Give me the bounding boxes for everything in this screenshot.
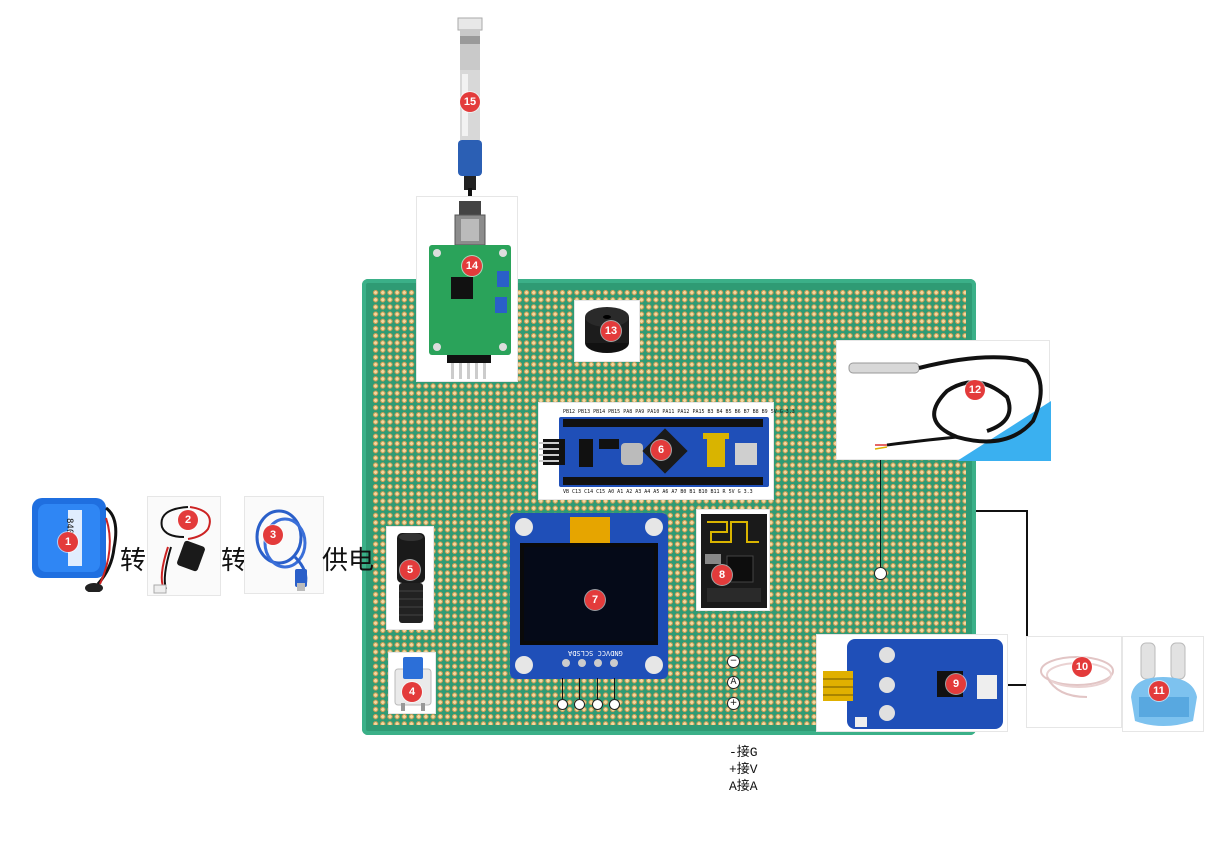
oled-pin-vcc — [574, 699, 585, 710]
badge-10: 10 — [1072, 657, 1092, 677]
tds-probe-cable — [1026, 636, 1122, 728]
ds18b20-temperature-probe — [836, 340, 1051, 461]
badge-9: 9 — [946, 674, 966, 694]
oled-pin-labels: GNDVCC SCLSDA — [568, 649, 623, 657]
badge-8: 8 — [712, 565, 732, 585]
pin-minus: − — [727, 655, 740, 668]
probe-wire — [880, 460, 881, 568]
usb-battery-adapter-cable — [147, 496, 221, 596]
usb-cable — [244, 496, 324, 594]
board-to-module-wire-h1 — [976, 510, 1028, 512]
pin-a: A — [727, 676, 740, 689]
connector-label-2: 转 — [221, 546, 248, 575]
connector-label-1: 转 — [120, 546, 147, 575]
badge-2: 2 — [178, 510, 198, 530]
oled-pin-wire-2 — [579, 678, 580, 704]
ph-sensor-module — [416, 196, 518, 382]
pin-note-v: +接V — [729, 762, 758, 777]
tds-sensor-module — [816, 634, 1008, 732]
badge-6: 6 — [651, 440, 671, 460]
badge-7: 7 — [585, 590, 605, 610]
pin-plus: + — [727, 697, 740, 710]
push-button-switch — [388, 652, 436, 714]
oled-pin-gnd — [557, 699, 568, 710]
badge-15: 15 — [460, 92, 480, 112]
oled-pin-scl — [592, 699, 603, 710]
badge-4: 4 — [402, 682, 422, 702]
tds-probe — [1122, 636, 1204, 732]
board-to-module-wire-v — [1026, 510, 1028, 686]
mcu-pin-labels-bottom: VB C13 C14 C15 A0 A1 A2 A3 A4 A5 A6 A7 B… — [563, 489, 753, 495]
pin-note-g: -接G — [729, 745, 758, 760]
probe-connection-point — [874, 567, 887, 580]
oled-pin-wire-3 — [597, 678, 598, 704]
board-to-module-wire-h2 — [1008, 684, 1028, 686]
badge-11: 11 — [1149, 681, 1169, 701]
pin-notes: -接G +接V A接A — [729, 744, 758, 795]
badge-3: 3 — [263, 525, 283, 545]
oled-pin-wire-4 — [614, 678, 615, 704]
mcu-pin-labels-top: PB12 PB13 PB14 PB15 PA8 PA9 PA10 PA11 PA… — [563, 409, 795, 415]
badge-12: 12 — [965, 380, 985, 400]
badge-1: 1 — [58, 532, 78, 552]
connector-label-3: 供电 — [322, 546, 375, 575]
badge-14: 14 — [462, 256, 482, 276]
esp8266-wifi-module — [696, 509, 770, 611]
badge-13: 13 — [601, 321, 621, 341]
pin-note-a: A接A — [729, 779, 758, 794]
oled-pin-sda — [609, 699, 620, 710]
badge-5: 5 — [400, 560, 420, 580]
oled-pin-wire-1 — [562, 678, 563, 704]
